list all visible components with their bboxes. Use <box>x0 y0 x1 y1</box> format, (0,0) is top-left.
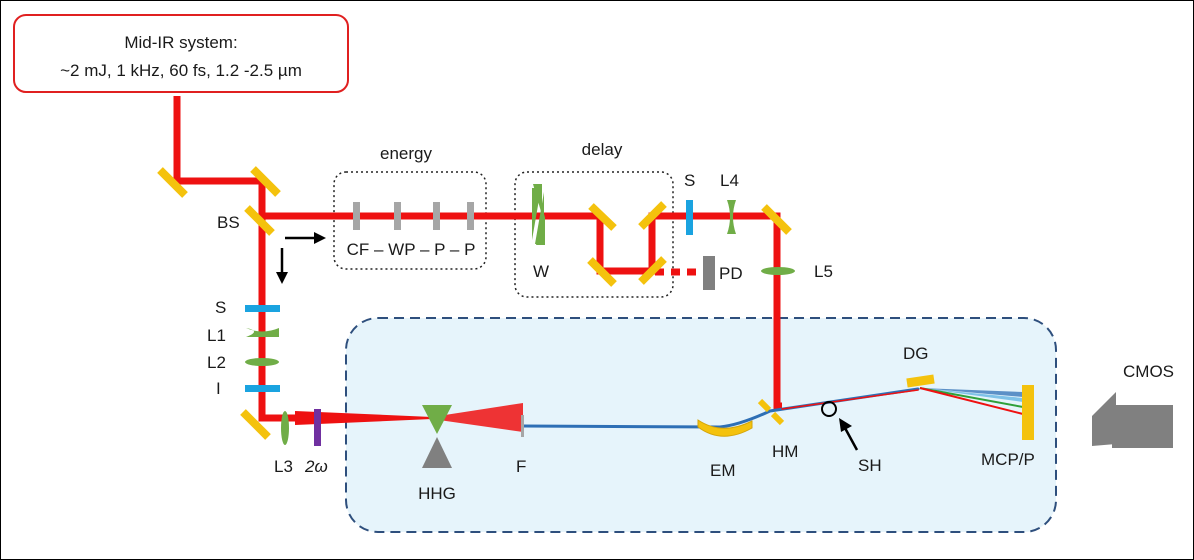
delay-box <box>514 171 674 298</box>
holey-mirror <box>757 398 785 426</box>
label-mcp: MCP/P <box>981 450 1035 469</box>
lens-l4 <box>727 200 736 234</box>
filter <box>521 415 524 437</box>
label-l5: L5 <box>814 262 833 281</box>
label-s-top: S <box>684 171 695 190</box>
label-sh: SH <box>858 456 882 475</box>
lens-l3 <box>281 411 289 445</box>
mirror-delay-2 <box>638 201 667 230</box>
mirror-delay-1 <box>588 203 617 231</box>
p2-plate <box>467 202 474 230</box>
label-hm: HM <box>772 442 798 461</box>
beam-splitter <box>244 205 275 236</box>
lens-l1 <box>246 328 279 337</box>
label-l1: L1 <box>207 326 226 345</box>
arrow-sh <box>843 427 859 451</box>
mirror-top <box>250 166 281 197</box>
hhg-nozzle-top <box>422 405 452 434</box>
label-em: EM <box>710 461 736 480</box>
ir-cone-diverge <box>432 403 523 432</box>
label-bs: BS <box>217 213 240 232</box>
energy-elements <box>353 202 474 230</box>
energy-box <box>333 171 487 270</box>
label-l3: L3 <box>274 457 293 476</box>
mirrors <box>157 166 1034 440</box>
iris <box>245 385 280 392</box>
shutter-vertical <box>245 305 280 312</box>
energy-title: energy <box>380 144 432 163</box>
label-s-vertical: S <box>215 298 226 317</box>
mirror-source <box>157 167 188 198</box>
label-l4: L4 <box>720 171 739 190</box>
delay-title: delay <box>582 140 623 159</box>
two-omega-crystal <box>314 409 321 446</box>
sh-circle <box>821 401 837 417</box>
cf-plate <box>353 202 360 230</box>
lens-l5 <box>761 267 795 275</box>
label-cmos: CMOS <box>1123 362 1174 381</box>
ellipsoidal-mirror <box>697 419 753 437</box>
mirror-delay-3 <box>587 257 617 287</box>
shutter-top <box>686 200 693 235</box>
photodiode <box>703 256 715 290</box>
wp-plate <box>394 202 401 230</box>
spectral-fan <box>919 387 1024 415</box>
wedge-left <box>532 188 541 240</box>
wedge-right <box>535 192 544 244</box>
hhg-nozzle-bottom <box>422 437 452 468</box>
ir-cone-focus <box>295 411 432 425</box>
label-hhg: HHG <box>418 484 456 503</box>
xuv-beam <box>521 387 920 429</box>
arrows <box>276 232 859 451</box>
label-dg: DG <box>903 344 929 363</box>
dg-grating <box>906 374 935 388</box>
label-pd: PD <box>719 264 743 283</box>
mirror-bottom <box>240 409 271 440</box>
source-title: Mid-IR system: <box>124 33 237 52</box>
label-two-omega: 2ω <box>304 457 328 476</box>
source-specs: ~2 mJ, 1 kHz, 60 fs, 1.2 -2.5 µm <box>60 61 302 80</box>
source-box <box>13 14 349 93</box>
mirror-right <box>761 204 792 235</box>
cmos-camera <box>1092 392 1173 448</box>
label-w: W <box>533 262 549 281</box>
label-i: I <box>216 379 221 398</box>
energy-content: CF – WP – P – P <box>347 240 476 259</box>
lens-l2 <box>245 358 279 366</box>
p1-plate <box>433 202 440 230</box>
label-f: F <box>516 457 526 476</box>
label-l2: L2 <box>207 353 226 372</box>
mirror-delay-4 <box>638 256 667 285</box>
